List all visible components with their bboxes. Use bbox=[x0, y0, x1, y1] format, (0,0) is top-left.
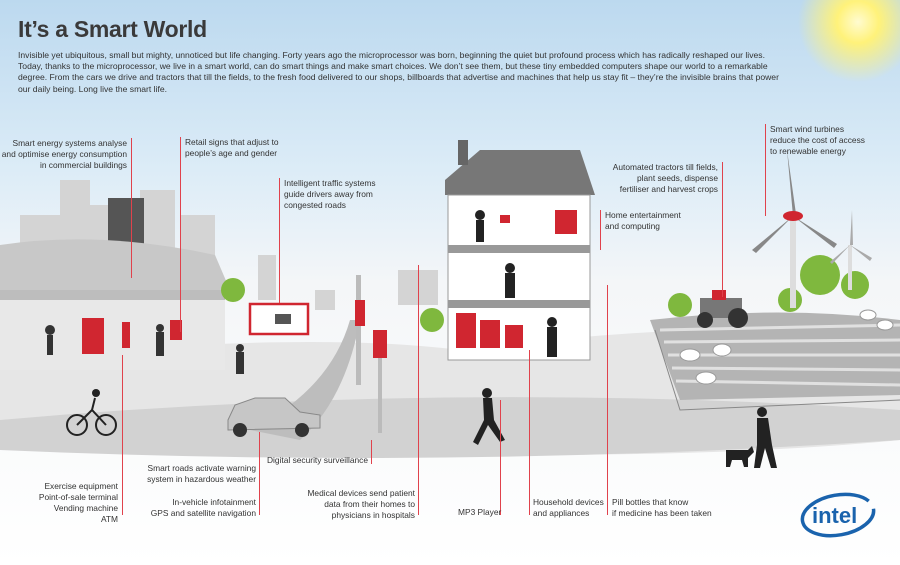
callout-mp3: MP3 Player bbox=[458, 507, 502, 517]
leader-line bbox=[500, 400, 502, 515]
traffic-light bbox=[355, 300, 365, 326]
sheep bbox=[679, 309, 894, 385]
leader-line bbox=[122, 355, 124, 515]
callout-medical: Medical devices send patient data from t… bbox=[307, 488, 415, 520]
leader-line bbox=[765, 124, 767, 216]
leader-line bbox=[131, 138, 133, 278]
leader-line bbox=[600, 210, 602, 250]
stadium bbox=[0, 239, 230, 290]
callout-smart-roads: Smart roads activate warning system in h… bbox=[147, 463, 256, 484]
leader-line bbox=[371, 440, 373, 464]
security-camera bbox=[373, 330, 387, 358]
sun bbox=[798, 0, 900, 82]
leader-line bbox=[180, 137, 182, 332]
leader-line bbox=[259, 432, 261, 515]
callout-infotainment: In-vehicle infotainment GPS and satellit… bbox=[150, 497, 256, 518]
leader-line bbox=[607, 285, 609, 515]
callout-smart-energy: Smart energy systems analyse and optimis… bbox=[1, 138, 127, 170]
callout-traffic: Intelligent traffic systems guide driver… bbox=[284, 178, 376, 210]
leader-line bbox=[722, 162, 724, 297]
house bbox=[445, 140, 595, 361]
cyclist bbox=[66, 397, 117, 436]
callout-household: Household devices and appliances bbox=[533, 497, 604, 518]
callout-security: Digital security surveillance bbox=[266, 455, 368, 465]
leader-line bbox=[279, 178, 281, 303]
callout-home-entertainment: Home entertainment and computing bbox=[605, 210, 681, 231]
leader-line bbox=[418, 265, 420, 515]
wind-turbine-far bbox=[830, 210, 872, 290]
svg-text:intel: intel bbox=[812, 503, 857, 528]
callout-wind: Smart wind turbines reduce the cost of a… bbox=[770, 124, 865, 156]
intro-paragraph: Invisible yet ubiquitous, small but migh… bbox=[18, 50, 779, 94]
callout-tractors: Automated tractors till fields, plant se… bbox=[612, 162, 718, 194]
leader-line bbox=[529, 350, 531, 515]
street-lamp bbox=[356, 275, 361, 385]
tractor bbox=[697, 290, 748, 328]
intel-logo: intel bbox=[800, 492, 876, 538]
wind-turbine bbox=[752, 150, 837, 308]
callout-pill: Pill bottles that know if medicine has b… bbox=[612, 497, 712, 518]
runner bbox=[473, 388, 505, 445]
walker-with-dog bbox=[726, 407, 777, 468]
callout-retail-signs: Retail signs that adjust to people’s age… bbox=[185, 137, 279, 158]
car bbox=[227, 397, 321, 437]
callout-exercise: Exercise equipment Point-of-sale termina… bbox=[38, 481, 118, 524]
page-title: It’s a Smart World bbox=[18, 16, 207, 42]
